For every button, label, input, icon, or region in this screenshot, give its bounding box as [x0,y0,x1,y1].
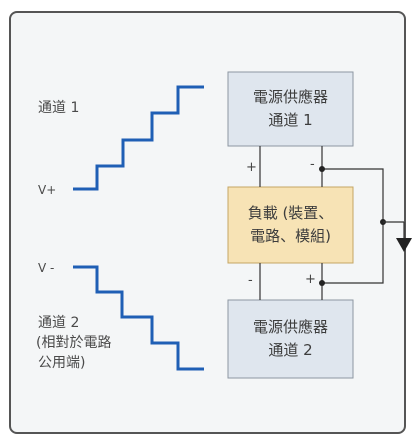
terminal-top-minus: - [310,157,315,172]
staircase-ch1 [73,85,204,191]
terminal-bottom-plus: + [305,272,316,287]
psu2-box [227,299,354,379]
load-line1: 負載 (裝置、 [247,204,334,222]
terminal-bottom-minus: - [248,273,253,288]
psu2-title: 電源供應器 [252,318,328,336]
v-minus-label: V - [38,261,55,275]
ground-icon [396,238,412,252]
load-line2: 電路、模組) [250,227,331,245]
psu1-title: 電源供應器 [252,88,328,106]
terminal-top-plus: + [246,160,257,175]
ch2-note-line2: 公用端) [38,355,86,371]
common-return-wire [322,168,384,284]
psu1-box [227,71,354,147]
load-box [227,186,354,264]
v-plus-label: V+ [38,183,57,197]
junction-dot-top [319,166,325,172]
ch2-note-line1: (相對於電路 [36,335,112,351]
ch2-label: 通道 2 [38,315,80,331]
junction-dot-bottom [319,280,325,286]
psu1-channel: 通道 1 [268,111,313,129]
staircase-ch2 [73,265,204,371]
psu2-channel: 通道 2 [268,341,313,359]
ch1-label: 通道 1 [38,100,80,116]
